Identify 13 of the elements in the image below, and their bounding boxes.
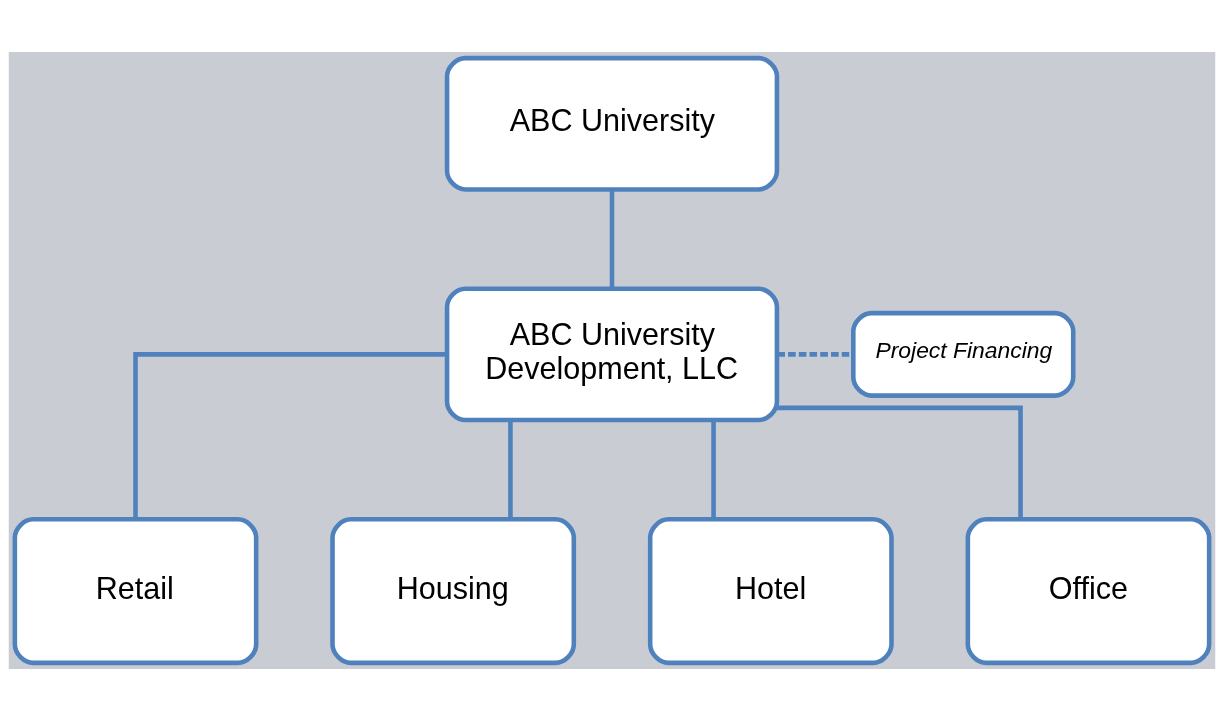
node-box: ABC University Development, LLC bbox=[444, 285, 780, 422]
node-box: Project Financing bbox=[851, 310, 1076, 398]
connector bbox=[777, 351, 853, 357]
node-box: Retail bbox=[12, 516, 259, 665]
connector bbox=[711, 419, 716, 519]
connector bbox=[508, 419, 513, 519]
connector bbox=[609, 189, 615, 289]
node-box: Housing bbox=[330, 516, 577, 665]
connector bbox=[133, 351, 447, 519]
node-box: ABC University bbox=[444, 55, 780, 192]
node-box: Office bbox=[965, 516, 1212, 665]
connector bbox=[777, 405, 1023, 519]
node-box: Hotel bbox=[647, 516, 894, 665]
